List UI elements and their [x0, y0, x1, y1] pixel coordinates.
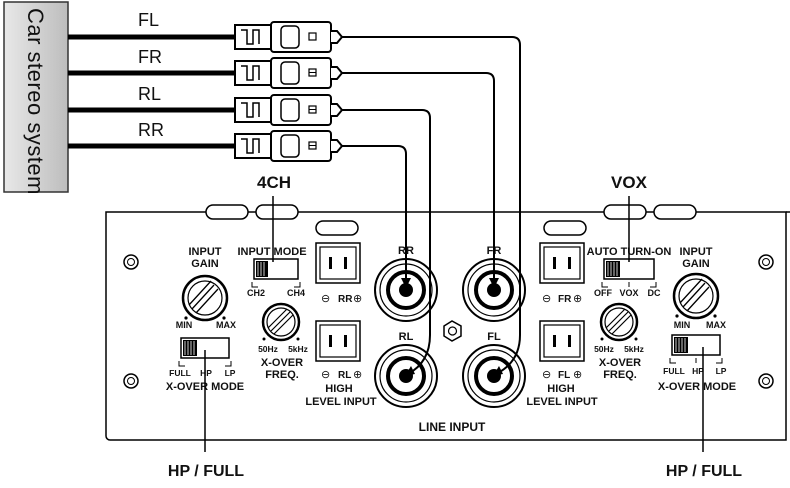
- signal-arrowheads: [401, 278, 503, 376]
- arrow-fr: [489, 278, 499, 288]
- ch4-label: CH4: [287, 288, 305, 298]
- fl-high-level-socket[interactable]: [539, 320, 585, 362]
- right-freq-hi: 5kHz: [624, 344, 644, 354]
- left-gain-max: MAX: [216, 320, 236, 330]
- rca-plug-rr: [234, 130, 344, 162]
- left-gain-knob[interactable]: [181, 274, 229, 322]
- left-xover-lp: LP: [225, 368, 236, 378]
- callout-vox: VOX: [611, 173, 648, 192]
- right-gain-knob[interactable]: [672, 272, 720, 320]
- plus-rr: ⊕: [353, 293, 362, 305]
- minus-rl: ⊖: [321, 369, 330, 381]
- rca-plug-fr: [234, 57, 344, 89]
- arrow-rl: [405, 366, 415, 376]
- fr-high-label: FR: [558, 294, 572, 305]
- callout-hp-full-right: HP / FULL: [666, 463, 742, 480]
- rca-plug-fl: [234, 21, 344, 53]
- signal-wires: [342, 36, 521, 375]
- wire-label-fr: FR: [138, 47, 162, 67]
- left-input-gain-label-1: INPUT: [189, 246, 222, 258]
- high-level-input-right: ⊖ FR ⊕ ⊖ FL ⊕ HIGH LEVEL INPUT: [526, 242, 598, 408]
- minus-fl: ⊖: [542, 369, 551, 381]
- plus-rl: ⊕: [353, 369, 362, 381]
- minus-fr: ⊖: [542, 293, 551, 305]
- right-xover-lp: LP: [716, 366, 727, 376]
- right-xover-mode-switch[interactable]: [669, 334, 723, 364]
- left-xover-freq-knob[interactable]: [261, 302, 301, 342]
- right-freq-lo: 50Hz: [594, 344, 614, 354]
- high-level-left-label-2: LEVEL INPUT: [305, 396, 377, 408]
- left-xover-freq-label-2: FREQ.: [265, 369, 299, 381]
- high-level-right-label-1: HIGH: [547, 383, 575, 395]
- left-xover-freq-label-1: X-OVER: [261, 357, 303, 369]
- callout-4ch: 4CH: [257, 173, 291, 192]
- auto-dc: DC: [648, 288, 661, 298]
- rca-jack-fl[interactable]: [462, 344, 526, 408]
- rca-jack-fr[interactable]: [462, 258, 526, 322]
- right-xover-freq-label-2: FREQ.: [603, 369, 637, 381]
- right-input-gain-label-2: GAIN: [682, 258, 710, 270]
- fr-high-level-socket[interactable]: [539, 242, 585, 284]
- right-gain-max: MAX: [706, 320, 726, 330]
- right-gain-min: MIN: [674, 320, 691, 330]
- left-gain-min: MIN: [176, 320, 193, 330]
- left-xover-hp: HP: [200, 368, 212, 378]
- input-wires: [68, 34, 235, 149]
- rca-jack-rl[interactable]: [374, 344, 438, 408]
- rr-high-label: RR: [338, 294, 353, 305]
- left-xover-full: FULL: [169, 368, 191, 378]
- rca-plug-rl: [234, 94, 344, 126]
- rl-high-level-socket[interactable]: [315, 320, 361, 362]
- right-controls: AUTO TURN-ON OFF VOX DC INPUT GAIN MIN M…: [587, 246, 736, 393]
- high-level-left-label-1: HIGH: [325, 383, 353, 395]
- wire-label-fl: FL: [138, 10, 159, 30]
- input-mode-switch[interactable]: [251, 258, 301, 288]
- input-mode-label: INPUT MODE: [237, 246, 306, 258]
- fl-high-label: FL: [558, 370, 570, 381]
- rr-high-level-socket[interactable]: [315, 242, 361, 284]
- wire-label-rl: RL: [138, 84, 161, 104]
- rca-jack-rl-label: RL: [399, 331, 414, 343]
- high-level-right-label-2: LEVEL INPUT: [526, 396, 598, 408]
- car-stereo-box: Car stereo system: [3, 1, 69, 195]
- callout-hp-full-left: HP / FULL: [168, 463, 244, 480]
- line-input-label: LINE INPUT: [419, 420, 486, 434]
- arrow-fl: [493, 366, 503, 376]
- right-xover-hp: HP: [692, 366, 704, 376]
- high-level-input-left: ⊖ RR ⊕ ⊖ RL ⊕ HIGH LEVEL INPUT: [305, 242, 377, 408]
- rca-jack-fl-label: FL: [487, 331, 501, 343]
- car-stereo-label: Car stereo system: [23, 8, 48, 195]
- callouts: 4CH VOX HP / FULL HP / FULL: [168, 173, 742, 480]
- left-input-gain-label-2: GAIN: [191, 258, 219, 270]
- auto-turn-on-switch[interactable]: [601, 258, 657, 288]
- arrow-rr: [401, 278, 411, 288]
- plus-fr: ⊕: [573, 293, 582, 305]
- wire-label-rr: RR: [138, 120, 164, 140]
- rl-high-label: RL: [338, 370, 351, 381]
- right-xover-freq-knob[interactable]: [599, 302, 639, 342]
- right-xover-freq-label-1: X-OVER: [599, 357, 641, 369]
- right-xover-mode-label: X-OVER MODE: [658, 381, 736, 393]
- minus-rr: ⊖: [321, 293, 330, 305]
- auto-off: OFF: [594, 288, 612, 298]
- left-freq-lo: 50Hz: [258, 344, 278, 354]
- auto-vox: VOX: [619, 288, 638, 298]
- right-input-gain-label-1: INPUT: [680, 246, 713, 258]
- plus-fl: ⊕: [573, 369, 582, 381]
- right-xover-full: FULL: [663, 366, 685, 376]
- ch2-label: CH2: [247, 288, 265, 298]
- left-controls: INPUT GAIN MIN MAX INPUT MODE CH2 CH4 50…: [166, 246, 308, 393]
- left-freq-hi: 5kHz: [288, 344, 308, 354]
